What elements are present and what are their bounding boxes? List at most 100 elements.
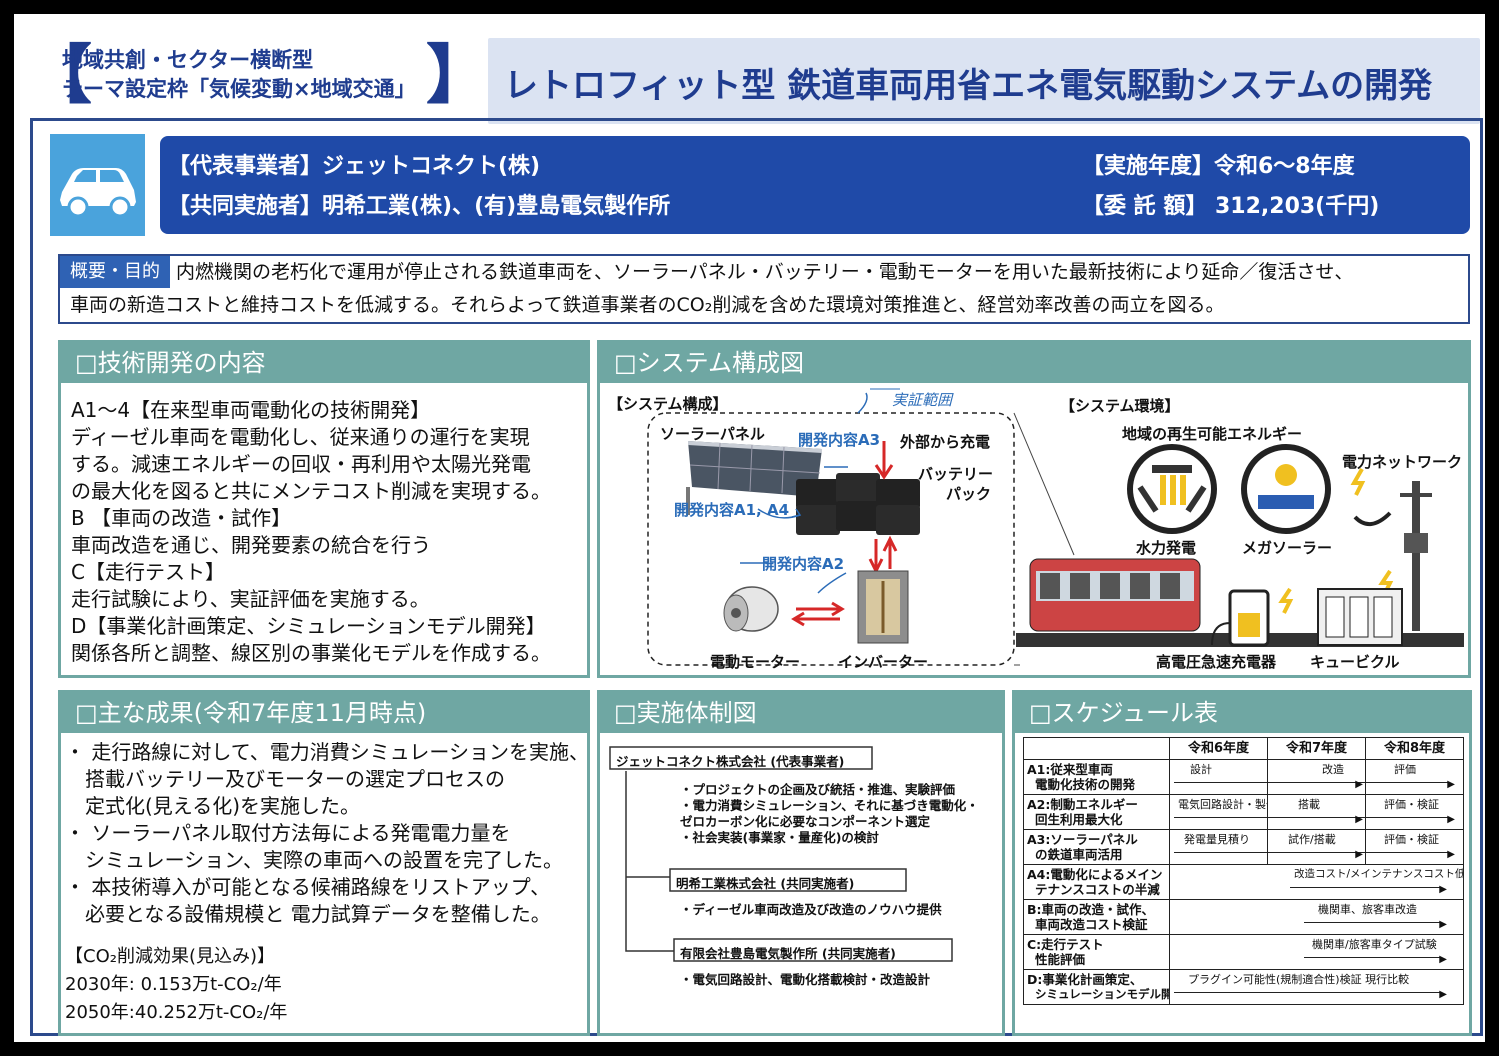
overview-box: 概要・目的 内燃機関の老朽化で運用が停止される鉄道車両を、ソーラーパネル・バッテ… <box>58 254 1470 324</box>
partner2-task: ・電気回路設計、電動化搭載検討・改造設計 <box>680 972 931 987</box>
bar-line <box>1174 992 1441 993</box>
bar-line <box>1174 782 1267 783</box>
bar-label: 電気回路設計・製作 <box>1178 798 1268 811</box>
lead-task: ゼロカーボン化に必要なコンポーネント選定 <box>680 814 931 829</box>
bar-cell: プラグイン可能性(規制適合性)検証 現行比較▶ <box>1169 969 1464 1005</box>
result-line: ・ ソーラーパネル取付方法毎による発電電力量を <box>65 821 511 845</box>
lead-company: 【代表事業者】ジェットコネクト(株) <box>168 154 541 179</box>
dev-a2-label: 開発内容A2 <box>762 555 845 573</box>
lead-task: ・電力消費シミュレーション、それに基づき電動化・ <box>680 798 979 813</box>
year-header: 令和8年度 <box>1365 737 1464 760</box>
power-pole-icon <box>1353 481 1432 631</box>
bar-label: 評価・検証 <box>1384 798 1439 811</box>
item-line: の鉄道車両活用 <box>1035 847 1123 862</box>
item-line: シミュレーションモデル開発 <box>1035 987 1170 1001</box>
system-diagram <box>647 388 1464 666</box>
system-panel: □システム構成図 <box>597 340 1471 678</box>
schedule-row: D:事業化計画策定、シミュレーションモデル開発 プラグイン可能性(規制適合性)検… <box>1023 969 1464 1005</box>
cubicle-icon <box>1317 588 1403 646</box>
arrow-head-icon: ▶ <box>1355 779 1363 790</box>
battery-pack-icon <box>796 473 920 535</box>
arrow-head-icon: ▶ <box>1447 849 1455 860</box>
schedule-item: A1:従来型車両電動化技術の開発 <box>1023 759 1170 795</box>
item-line: B:車両の改造・試作、 <box>1027 902 1155 917</box>
item-line: C:走行テスト <box>1027 937 1104 952</box>
org-panel: □実施体制図 ジェットコネクト株式会社 (代表事業者) ・プロジェクトの企画及び… <box>597 690 1005 1036</box>
tech-heading: □技術開発の内容 <box>61 343 587 383</box>
mega-solar-icon <box>1241 444 1331 534</box>
bar-label: 評価 <box>1394 763 1416 776</box>
project-info-bar: 【代表事業者】ジェットコネクト(株) 【共同実施者】明希工業(株)、(有)豊島電… <box>160 136 1470 234</box>
bar-label: 機関車/旅客車タイプ試験 <box>1312 938 1437 951</box>
tech-line: 車両改造を通じ、開発要素の統合を行う <box>71 533 431 557</box>
year-header: 令和7年度 <box>1267 737 1366 760</box>
right-bracket: 】 <box>426 39 490 113</box>
bar-line <box>1304 957 1441 958</box>
bar-cell: 機関車、旅客車改造▶ <box>1169 899 1464 935</box>
env-label: 【システム環境】 <box>1060 397 1180 415</box>
arrow-head-icon: ▶ <box>1439 884 1447 895</box>
bar-cell: 評価▶ <box>1365 759 1464 795</box>
result-line: シミュレーション、実際の車両への設置を完了した。 <box>65 848 563 872</box>
bar-line <box>1366 782 1449 783</box>
tech-line: 走行試験により、実証評価を実施する。 <box>71 587 430 611</box>
bar-line <box>1268 782 1365 783</box>
results-panel: □主な成果(令和7年度11月時点) ・ 走行路線に対して、電力消費シミュレーショ… <box>58 690 590 1036</box>
arrow-head-icon: ▶ <box>1355 814 1363 825</box>
schedule-item: A4:電動化によるメインテナンスコストの半減 <box>1023 864 1170 900</box>
bar-cell: 設計 <box>1169 759 1268 795</box>
motor-icon <box>723 586 779 632</box>
item-line: A3:ソーラーパネル <box>1027 832 1138 847</box>
schedule-table: 令和6年度 令和7年度 令和8年度 A1:従来型車両電動化技術の開発 設計 改造… <box>1023 737 1464 1005</box>
tech-line: 関係各所と調整、線区別の事業化モデルを作成する。 <box>71 641 551 665</box>
bar-line <box>1268 852 1365 853</box>
arrow-head-icon: ▶ <box>1355 849 1363 860</box>
page-title: レトロフィット型 鉄道車両用省エネ電気駆動システムの開発 <box>504 66 1433 106</box>
bar-line <box>1366 817 1449 818</box>
item-line: A1:従来型車両 <box>1027 762 1113 777</box>
schedule-item: A3:ソーラーパネルの鉄道車両活用 <box>1023 829 1170 865</box>
schedule-row: A3:ソーラーパネルの鉄道車両活用 発電量見積り 試作/搭載▶ 評価・検証▶ <box>1023 829 1464 865</box>
year-header: 令和6年度 <box>1169 737 1268 760</box>
item-line: 車両改造コスト検証 <box>1035 917 1148 932</box>
schedule-row: A4:電動化によるメインテナンスコストの半減 改造コスト/メインテナンスコスト低… <box>1023 864 1464 900</box>
item-line: A4:電動化によるメイン <box>1027 867 1163 882</box>
bar-line <box>1304 922 1441 923</box>
lead-task: ・社会実装(事業家・量産化)の検討 <box>680 830 879 845</box>
left-bracket: 【 <box>28 39 92 113</box>
grid-label: 電力ネットワーク <box>1342 453 1463 471</box>
battery-label-2: パック <box>946 485 992 503</box>
motor-label: 電動モーター <box>710 653 801 671</box>
schedule-row: A1:従来型車両電動化技術の開発 設計 改造▶ 評価▶ <box>1023 759 1464 795</box>
bar-cell: 改造コスト/メインテナンスコスト低減 ▶ <box>1169 864 1464 900</box>
item-line: A2:制動エネルギー <box>1027 797 1138 812</box>
bar-line <box>1366 852 1449 853</box>
schedule-corner <box>1023 737 1170 760</box>
org-heading: □実施体制図 <box>600 693 1002 733</box>
bar-line <box>1290 887 1441 888</box>
schedule-row: C:走行テスト性能評価 機関車/旅客車タイプ試験▶ <box>1023 934 1464 970</box>
bar-cell: 試作/搭載 ▶ <box>1267 829 1366 865</box>
cubicle-label: キュービクル <box>1310 653 1400 671</box>
hydro-power-icon <box>1127 444 1217 534</box>
scope-label: 実証範囲 <box>892 391 953 409</box>
bar-label: 試作/搭載 <box>1288 833 1336 846</box>
bar-label: 改造コスト/メインテナンスコスト低減 <box>1294 868 1464 880</box>
bar-label: 評価・検証 <box>1384 833 1439 846</box>
schedule-item: D:事業化計画策定、シミュレーションモデル開発 <box>1023 969 1170 1005</box>
fast-charger-label: 高電圧急速充電器 <box>1156 653 1277 671</box>
category-line-1: 地域共創・セクター横断型 <box>62 48 314 72</box>
bar-label: 設計 <box>1190 763 1212 776</box>
category-line-2: テーマ設定枠「気候変動×地域交通」 <box>62 77 416 101</box>
bar-cell: 評価・検証▶ <box>1365 794 1464 830</box>
dev-a3-label: 開発内容A3 <box>798 431 881 449</box>
arrow-head-icon: ▶ <box>1439 989 1447 1000</box>
renewable-label: 地域の再生可能エネルギー <box>1122 425 1303 443</box>
category-lines: 地域共創・セクター横断型 テーマ設定枠「気候変動×地域交通」 <box>62 46 442 104</box>
schedule-item: A2:制動エネルギー回生利用最大化 <box>1023 794 1170 830</box>
result-line: ・ 走行路線に対して、電力消費シミュレーションを実施、 <box>65 740 589 764</box>
co2-2050: 2050年:40.252万t-CO₂/年 <box>65 1002 288 1023</box>
system-heading: □システム構成図 <box>600 343 1468 383</box>
schedule-row: A2:制動エネルギー回生利用最大化 電気回路設計・製作 搭載▶ 評価・検証▶ <box>1023 794 1464 830</box>
tech-line: A1～4【在来型車両電動化の技術開発】 <box>71 398 431 422</box>
